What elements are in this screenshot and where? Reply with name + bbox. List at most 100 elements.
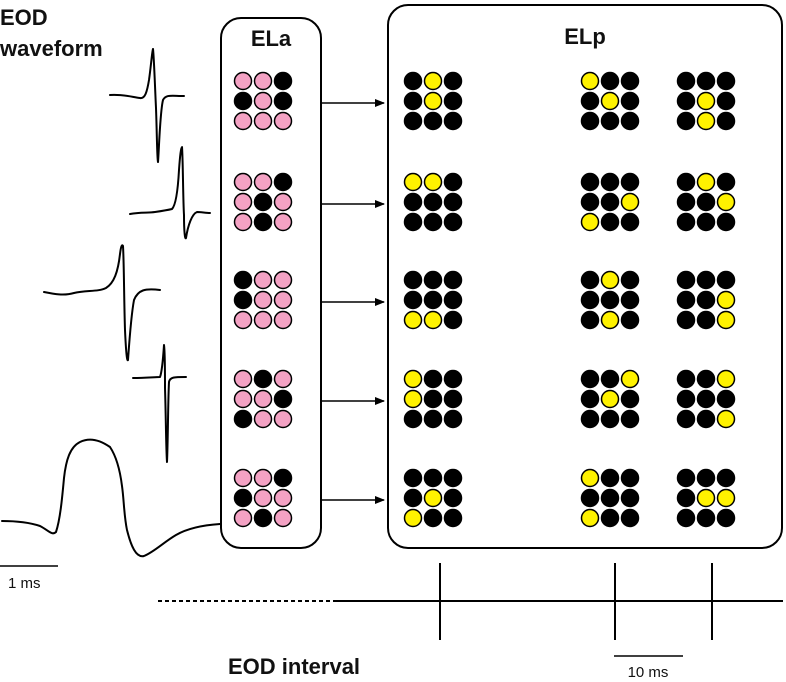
dot-inactive (716, 111, 736, 131)
dot-inactive (600, 111, 620, 131)
dot-active-ela (273, 369, 293, 389)
dot-active-ela (233, 111, 253, 131)
dot-inactive (423, 409, 443, 429)
eod-waveform-5 (1, 438, 221, 558)
dot-active-ela (273, 270, 293, 290)
elp-grid-3-1 (403, 270, 463, 330)
dot-inactive (620, 409, 640, 429)
dot-inactive (620, 212, 640, 232)
elp-grid-3-2 (580, 270, 640, 330)
dot-active-elp (580, 508, 600, 528)
dot-inactive (253, 508, 273, 528)
dot-inactive (423, 369, 443, 389)
dot-inactive (716, 508, 736, 528)
dot-active-elp (696, 488, 716, 508)
dot-active-elp (423, 172, 443, 192)
dot-active-ela (233, 212, 253, 232)
elp-dot-grids (403, 71, 736, 528)
dot-active-ela (233, 71, 253, 91)
dot-inactive (580, 192, 600, 212)
dot-inactive (443, 389, 463, 409)
dot-inactive (253, 192, 273, 212)
ela-grid-2 (233, 172, 293, 232)
dot-active-elp (716, 409, 736, 429)
dot-inactive (676, 310, 696, 330)
dot-active-ela (273, 508, 293, 528)
dot-inactive (443, 192, 463, 212)
dot-inactive (443, 91, 463, 111)
dot-inactive (443, 172, 463, 192)
dot-active-elp (580, 71, 600, 91)
projection-arrows (322, 99, 385, 504)
dot-inactive (443, 212, 463, 232)
dot-inactive (233, 488, 253, 508)
dot-inactive (600, 212, 620, 232)
elp-grid-2-2 (580, 172, 640, 232)
dot-inactive (273, 468, 293, 488)
dot-inactive (620, 91, 640, 111)
dot-inactive (403, 468, 423, 488)
dot-inactive (620, 290, 640, 310)
elp-grid-4-3 (676, 369, 736, 429)
eod-waveform-4 (132, 344, 187, 463)
timeline-label: EOD interval (228, 654, 360, 679)
elp-grid-1-3 (676, 71, 736, 131)
dot-active-elp (716, 310, 736, 330)
dot-active-ela (253, 111, 273, 131)
dot-inactive (423, 192, 443, 212)
dot-inactive (696, 290, 716, 310)
dot-inactive (676, 91, 696, 111)
elp-grid-2-3 (676, 172, 736, 232)
dot-active-ela (273, 192, 293, 212)
dot-active-elp (696, 91, 716, 111)
dot-active-ela (233, 389, 253, 409)
dot-inactive (600, 192, 620, 212)
dot-active-elp (716, 488, 736, 508)
elp-grid-5-1 (403, 468, 463, 528)
dot-inactive (696, 310, 716, 330)
dot-inactive (600, 468, 620, 488)
dot-inactive (443, 508, 463, 528)
eod-waveform-2 (129, 146, 211, 240)
dot-inactive (423, 389, 443, 409)
dot-inactive (676, 192, 696, 212)
ela-panel (220, 17, 322, 549)
dot-active-elp (423, 71, 443, 91)
dot-active-ela (233, 172, 253, 192)
dot-inactive (620, 270, 640, 290)
dot-inactive (253, 212, 273, 232)
dot-inactive (716, 389, 736, 409)
dot-active-ela (273, 212, 293, 232)
dot-active-elp (403, 508, 423, 528)
dot-inactive (620, 310, 640, 330)
dot-inactive (580, 409, 600, 429)
ela-dot-grids (233, 71, 293, 528)
dot-inactive (676, 71, 696, 91)
elp-grid-5-3 (676, 468, 736, 528)
dot-inactive (273, 71, 293, 91)
dot-inactive (423, 290, 443, 310)
dot-inactive (233, 270, 253, 290)
dot-inactive (423, 508, 443, 528)
dot-active-elp (403, 389, 423, 409)
dot-inactive (676, 488, 696, 508)
dot-inactive (600, 172, 620, 192)
dot-inactive (443, 468, 463, 488)
dot-inactive (716, 91, 736, 111)
dot-inactive (403, 212, 423, 232)
dot-inactive (443, 270, 463, 290)
dot-active-ela (273, 290, 293, 310)
dot-inactive (580, 290, 600, 310)
dot-inactive (580, 111, 600, 131)
dot-inactive (716, 270, 736, 290)
eod-waveform-3 (43, 244, 161, 362)
dot-inactive (273, 389, 293, 409)
dot-active-elp (403, 172, 423, 192)
dot-active-elp (580, 468, 600, 488)
dot-inactive (676, 508, 696, 528)
dot-inactive (676, 290, 696, 310)
dot-inactive (620, 468, 640, 488)
elp-grid-1-1 (403, 71, 463, 131)
ela-grid-3 (233, 270, 293, 330)
